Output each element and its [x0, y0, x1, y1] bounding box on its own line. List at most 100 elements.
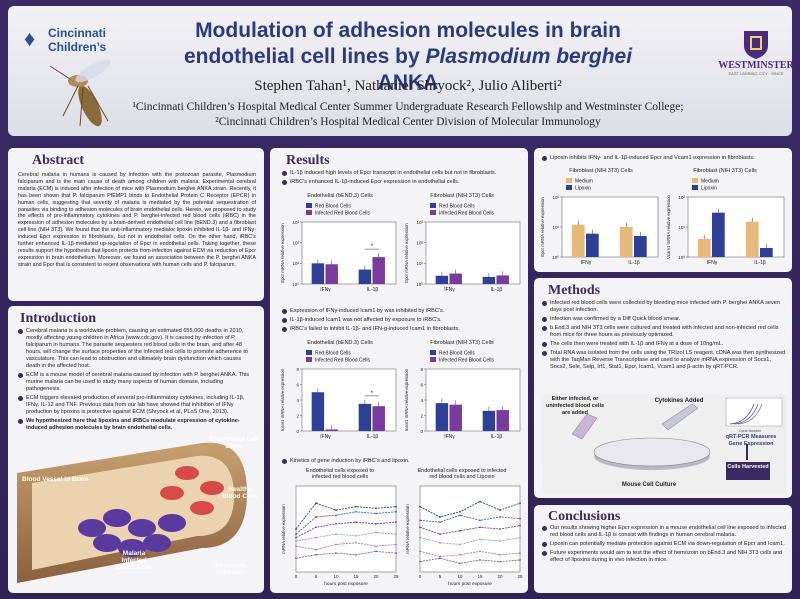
legend-swatch: [430, 210, 436, 215]
legend-label: Lipoxin: [701, 186, 717, 192]
significance-marker: *: [371, 244, 374, 250]
data-point: [375, 512, 377, 515]
lipoxin-item: Lipoxin inhibits IFNγ- and IL-1β-induced…: [542, 155, 788, 162]
lipoxin-panel: Lipoxin inhibits IFNγ- and IL-1β-induced…: [534, 148, 792, 272]
data-point: [315, 516, 317, 518]
x-tick-label: IFNγ: [444, 287, 455, 293]
data-point: [499, 560, 501, 563]
data-point: [419, 536, 421, 539]
y-tick-label: 10¹: [292, 261, 299, 266]
data-point: [335, 514, 337, 517]
y-tick-label: 6: [420, 382, 423, 387]
introduction-list: Cerebral malaria is a worldwide problem,…: [18, 328, 256, 434]
data-point: [355, 505, 357, 508]
legend-swatch: [306, 357, 312, 362]
abstract-heading: Abstract: [32, 153, 85, 168]
data-point: [479, 519, 481, 522]
bar: [619, 227, 633, 257]
x-tick-label: IFNγ: [320, 287, 331, 293]
data-point: [419, 505, 421, 508]
bar: [697, 238, 711, 257]
bar: [372, 406, 385, 431]
y-tick-label: 10²: [292, 240, 299, 245]
introduction-item: Cerebral malaria is a worldwide problem,…: [18, 328, 256, 370]
bar: [311, 392, 325, 431]
data-point: [519, 536, 521, 539]
bar: [311, 263, 325, 284]
series-line: [295, 521, 397, 538]
bar: [586, 233, 599, 257]
y-tick-label: 10²: [678, 195, 685, 200]
y-tick-label: 10¹: [678, 225, 685, 230]
x-tick-label: 5: [439, 574, 442, 579]
poster-title: Modulation of adhesion molecules in brai…: [158, 18, 658, 96]
infected-cells-label: Malaria Infected Blood Cells: [116, 550, 152, 571]
data-point: [439, 555, 441, 558]
methods-item: b.End.3 and NIH 3T3 cells were cultured …: [542, 325, 788, 339]
legend-swatch: [430, 350, 436, 355]
conclusions-item: Future experiments would aim to test the…: [542, 550, 788, 564]
y-tick-label: 4: [296, 398, 299, 403]
x-axis-label: hours post exposure: [448, 581, 492, 587]
figure-icon: ♦: [24, 26, 36, 51]
x-tick-label: 15: [477, 574, 483, 579]
results-list-3: Kinetics of gene induction by iRBC’s and…: [282, 458, 522, 467]
introduction-item: ECM triggers elevated production of seve…: [18, 395, 256, 416]
data-point: [459, 553, 461, 556]
data-point: [419, 519, 421, 522]
chart-8-title-2: red blood cells and Lipoxin: [429, 474, 495, 480]
y-tick-label: 8: [420, 367, 423, 372]
bar: [496, 275, 509, 284]
methods-item: The cells then were treated with IL-1β a…: [542, 341, 788, 348]
results-item: Expression of IFNγ-induced Icam1 by was …: [282, 308, 522, 315]
data-point: [439, 533, 441, 536]
legend-swatch: [692, 178, 698, 183]
data-point: [395, 543, 397, 546]
abstract-panel: Abstract Cerebral malaria in humans is c…: [8, 148, 264, 301]
y-axis-label: mRNA relative expression: [281, 504, 286, 554]
results-panel: Results IL-1β induced high levels of Epc…: [270, 148, 528, 593]
affiliation-2: ²Cincinnati Children’s Hospital Medical …: [215, 116, 601, 128]
data-point: [459, 562, 461, 565]
legend-label: Infected Red Blood Cells: [439, 211, 495, 217]
introduction-heading: Introduction: [20, 311, 96, 326]
y-tick-label: 10⁰: [292, 282, 299, 287]
data-point: [419, 560, 421, 563]
x-axis-label: hours post exposure: [324, 581, 368, 587]
title-line-1: Modulation of adhesion molecules in brai…: [195, 19, 621, 42]
y-tick-label: 0: [420, 429, 423, 434]
affiliations: ¹Cincinnati Children’s Hospital Medical …: [68, 100, 748, 130]
healthy-cells-label: Healthy Blood Cells: [222, 486, 258, 500]
conclusions-item: Lipoxin can potentially mediate protecti…: [542, 541, 788, 548]
logo-right-subtext: EAST LANSING CITY · SINCE: [728, 71, 784, 76]
results-item: iRBC’s failed to inhibit IL-1β- and IFN-…: [282, 326, 522, 333]
data-point: [479, 500, 481, 503]
data-point: [295, 540, 297, 542]
data-point: [295, 557, 297, 560]
legend-label: Medium: [575, 179, 593, 185]
y-tick-label: 10⁰: [552, 255, 559, 260]
y-axis-label: Vcam1 mRNA relative expression: [666, 194, 671, 259]
diagram-culture-label: Mouse Cell Culture: [621, 482, 677, 488]
series-line: [295, 502, 397, 530]
data-point: [519, 517, 521, 520]
y-tick-label: 0: [296, 429, 299, 434]
data-point: [395, 521, 397, 524]
authors: Stephen Tahan¹, Nathaniel Shryock², Juli…: [254, 78, 562, 94]
title-part-c: ANKA: [377, 71, 439, 94]
lipoxin-list: Lipoxin inhibits IFNγ- and IL-1β-induced…: [542, 155, 788, 164]
data-point: [315, 553, 317, 556]
legend-label: Red Blood Cells: [439, 204, 475, 210]
logo-left-text: Cincinnati Children’s: [48, 26, 107, 54]
diagram-cytokines-label: Cytokines Added: [654, 398, 704, 404]
data-point: [375, 545, 377, 548]
mosquito-icon: [49, 59, 111, 127]
vessel-label: Blood Vessel in Brain: [22, 476, 89, 483]
x-tick-label: IFNγ: [581, 260, 592, 266]
y-axis-label: Epcr mRNA relative expression: [404, 223, 409, 283]
chart-4-title: Fibroblast (NIH 3T3) Cells: [430, 340, 494, 346]
